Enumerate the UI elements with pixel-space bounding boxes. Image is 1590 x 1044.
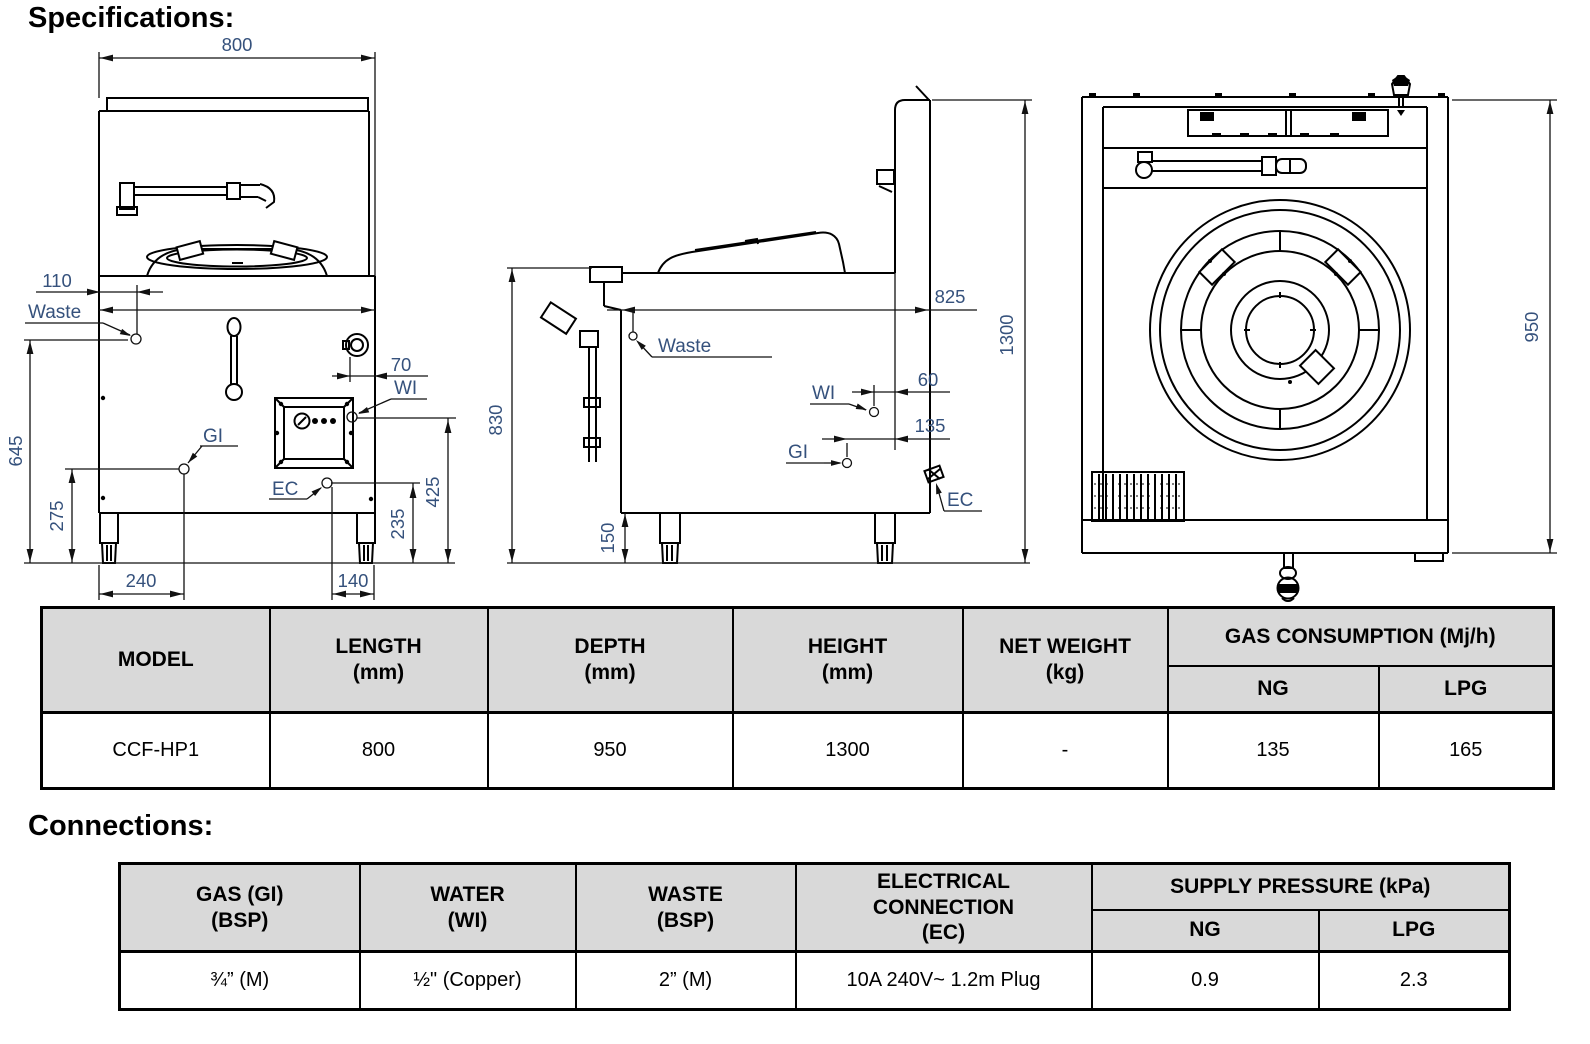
side-dim-total-height: 1300: [996, 314, 1017, 355]
front-dim-wi-height: 425: [422, 477, 443, 508]
connections-table: GAS (GI) (BSP) WATER (WI) WASTE (BSP) EL…: [118, 862, 1512, 1011]
front-label-wi: WI: [394, 378, 417, 399]
conn-header-electrical: ELECTRICAL CONNECTION (EC): [794, 862, 1093, 953]
side-label-gi: GI: [788, 442, 808, 463]
front-dim-overall-height: 645: [5, 436, 26, 467]
front-dim-knob-offset: 70: [391, 354, 412, 375]
conn-header-waste: WASTE (BSP): [574, 862, 797, 953]
spec-cell-length: 800: [268, 711, 489, 790]
side-dim-body-height: 830: [485, 405, 506, 436]
spec-header-weight: NET WEIGHT (kg): [961, 606, 1169, 714]
specifications-heading: Specifications:: [28, 2, 235, 34]
spec-cell-model: CCF-HP1: [40, 711, 271, 790]
conn-header-water: WATER (WI): [358, 862, 577, 953]
top-view: 950: [1081, 75, 1557, 602]
spec-cell-depth: 950: [486, 711, 734, 790]
spec-cell-height: 1300: [731, 711, 964, 790]
front-label-gi: GI: [203, 426, 223, 447]
side-view: 830 825 Waste 1300 60 WI 135 GI EC 150: [485, 85, 1032, 564]
front-dim-waste-offset: 110: [42, 270, 72, 291]
front-dim-lower-height: 275: [46, 501, 67, 532]
side-label-waste: Waste: [658, 336, 711, 357]
spec-header-lpg: LPG: [1377, 664, 1555, 714]
side-dim-gi-offset: 135: [915, 415, 946, 436]
conn-header-supply: SUPPLY PRESSURE (kPa): [1090, 862, 1511, 911]
front-dim-leg-right: 140: [338, 570, 369, 591]
spec-cell-lpg: 165: [1377, 711, 1555, 790]
conn-cell-lpg: 2.3: [1317, 950, 1511, 1011]
front-label-ec: EC: [272, 479, 298, 500]
side-dim-depth-body: 825: [935, 286, 966, 307]
front-view: 800 110 Waste 645 275 GI 240 140 70 WI 4…: [5, 34, 456, 600]
side-label-wi: WI: [812, 383, 835, 404]
conn-table-row: ¾” (M) ½" (Copper) 2” (M) 10A 240V~ 1.2m…: [118, 950, 1511, 1011]
spec-cell-weight: -: [961, 711, 1169, 790]
spec-header-gas: GAS CONSUMPTION (Mj/h): [1166, 606, 1555, 667]
spec-header-ng: NG: [1166, 664, 1380, 714]
spec-cell-ng: 135: [1166, 711, 1380, 790]
spec-header-depth: DEPTH (mm): [486, 606, 734, 714]
spec-header-height: HEIGHT (mm): [731, 606, 964, 714]
conn-cell-electrical: 10A 240V~ 1.2m Plug: [794, 950, 1093, 1011]
conn-cell-ng: 0.9: [1090, 950, 1320, 1011]
conn-header-lpg: LPG: [1317, 908, 1511, 953]
specifications-table: MODEL LENGTH (mm) DEPTH (mm) HEIGHT (mm)…: [40, 606, 1555, 790]
front-dim-leg-left: 240: [126, 570, 157, 591]
side-dim-leg-height: 150: [597, 523, 618, 554]
conn-header-gas: GAS (GI) (BSP): [118, 862, 361, 953]
side-label-ec: EC: [947, 490, 973, 511]
front-label-waste: Waste: [28, 302, 81, 323]
front-dim-ec-height: 235: [387, 509, 408, 540]
technical-drawings: 800 110 Waste 645 275 GI 240 140 70 WI 4…: [5, 34, 1557, 602]
conn-cell-waste: 2” (M): [574, 950, 797, 1011]
side-dim-wi-offset: 60: [918, 369, 939, 390]
front-dim-width: 800: [222, 34, 253, 55]
spec-header-model: MODEL: [40, 606, 271, 714]
conn-header-ng: NG: [1090, 908, 1320, 953]
spec-table-row: CCF-HP1 800 950 1300 - 135 165: [40, 711, 1555, 790]
spec-header-length: LENGTH (mm): [268, 606, 489, 714]
conn-cell-water: ½" (Copper): [358, 950, 577, 1011]
connections-heading: Connections:: [28, 810, 214, 842]
top-dim-depth: 950: [1521, 312, 1542, 343]
conn-cell-gas: ¾” (M): [118, 950, 361, 1011]
